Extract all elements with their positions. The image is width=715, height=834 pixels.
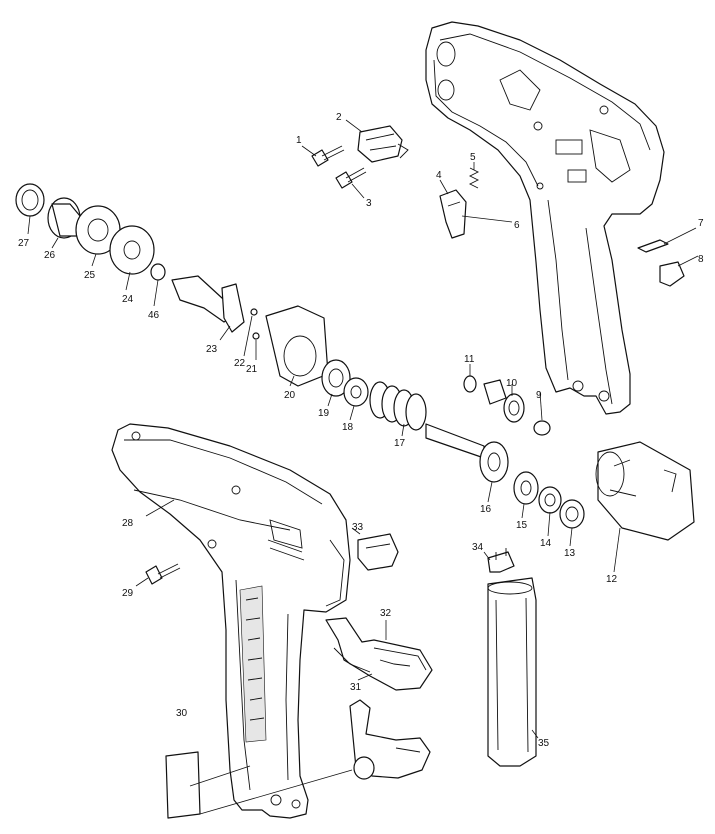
part-3-screw bbox=[335, 167, 367, 189]
label-18: 18 bbox=[342, 422, 354, 433]
part-8-cap bbox=[659, 261, 685, 287]
label-32: 32 bbox=[380, 608, 392, 619]
label-3: 3 bbox=[366, 198, 372, 209]
label-31: 31 bbox=[350, 682, 362, 693]
part-19-bearing bbox=[321, 359, 351, 397]
label-29: 29 bbox=[122, 588, 134, 599]
part-17-spring bbox=[369, 381, 427, 431]
part-11-bearing bbox=[463, 375, 477, 393]
part-12-motor bbox=[595, 441, 695, 541]
part-10-gear bbox=[483, 379, 525, 423]
label-35: 35 bbox=[538, 738, 550, 749]
label-17: 17 bbox=[394, 438, 406, 449]
label-27: 27 bbox=[18, 238, 30, 249]
part-2-switch bbox=[357, 125, 409, 163]
label-20: 20 bbox=[284, 390, 296, 401]
label-13: 13 bbox=[564, 548, 576, 559]
label-26: 26 bbox=[44, 250, 56, 261]
part-18-washer bbox=[343, 377, 369, 407]
part-23-spindle bbox=[171, 275, 245, 333]
label-9: 9 bbox=[536, 390, 542, 401]
label-10: 10 bbox=[506, 378, 518, 389]
label-19: 19 bbox=[318, 408, 330, 419]
part-34-terminal bbox=[487, 548, 515, 573]
part-22-ball bbox=[250, 308, 258, 316]
part-4-lever bbox=[439, 189, 467, 239]
label-30: 30 bbox=[176, 708, 188, 719]
label-14: 14 bbox=[540, 538, 552, 549]
housing-right-half bbox=[425, 21, 665, 415]
leader-lines bbox=[27, 119, 699, 815]
label-25: 25 bbox=[84, 270, 96, 281]
label-34: 34 bbox=[472, 542, 484, 553]
part-24-washer bbox=[109, 225, 155, 275]
label-24: 24 bbox=[122, 294, 134, 305]
label-6: 6 bbox=[514, 220, 520, 231]
part-7-pin bbox=[637, 239, 669, 253]
part-32-switch-assembly bbox=[325, 617, 433, 691]
part-46-ring bbox=[150, 263, 166, 281]
part-31-lead bbox=[333, 647, 371, 673]
label-12: 12 bbox=[606, 574, 618, 585]
part-21-ball bbox=[252, 332, 260, 340]
label-4: 4 bbox=[436, 170, 442, 181]
part-15-bearing bbox=[513, 471, 539, 505]
part-27-ring bbox=[15, 183, 45, 217]
label-23: 23 bbox=[206, 344, 218, 355]
label-2: 2 bbox=[336, 112, 342, 123]
label-7: 7 bbox=[698, 218, 704, 229]
part-5-spring bbox=[468, 167, 480, 189]
housing-left-half bbox=[111, 423, 351, 819]
part-1-screw bbox=[311, 145, 345, 167]
label-5: 5 bbox=[470, 152, 476, 163]
part-30-label bbox=[165, 751, 201, 819]
part-26-sleeve bbox=[47, 197, 81, 239]
label-21: 21 bbox=[246, 364, 258, 375]
label-11: 11 bbox=[464, 354, 475, 365]
label-8: 8 bbox=[698, 254, 704, 265]
part-14-washer bbox=[538, 486, 562, 514]
part-33-switch bbox=[357, 533, 399, 571]
part-36-trigger-mechanism bbox=[349, 699, 431, 780]
part-29-screw bbox=[145, 563, 181, 585]
part-16-armature-shaft bbox=[425, 423, 509, 483]
label-15: 15 bbox=[516, 520, 528, 531]
part-13-washer bbox=[559, 499, 585, 529]
part-9-bushing bbox=[533, 420, 551, 436]
part-35-battery bbox=[487, 577, 537, 767]
label-33: 33 bbox=[352, 522, 364, 533]
part-20-gear-case bbox=[265, 305, 329, 387]
label-22: 22 bbox=[234, 358, 246, 369]
label-16: 16 bbox=[480, 504, 492, 515]
label-28: 28 bbox=[122, 518, 134, 529]
label-46: 46 bbox=[148, 310, 160, 321]
label-1: 1 bbox=[296, 135, 302, 146]
part-labels: 1 2 3 4 5 6 7 8 9 10 11 12 13 14 15 16 1… bbox=[18, 112, 704, 749]
